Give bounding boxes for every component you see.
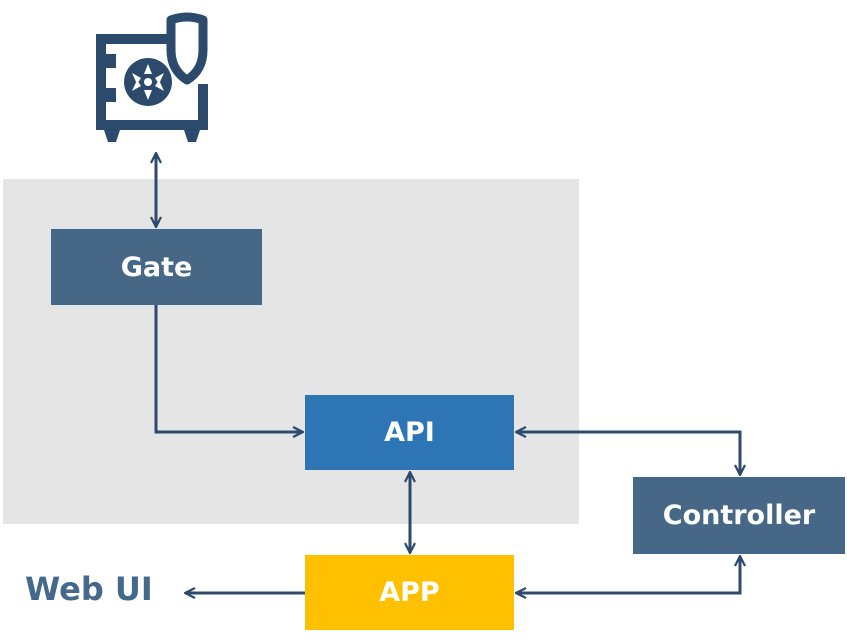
webui-label: Web UI: [25, 570, 153, 608]
vault-shield-icon: [96, 12, 208, 142]
gate-node: Gate: [51, 229, 262, 305]
gate-label: Gate: [120, 251, 193, 283]
controller-label: Controller: [662, 500, 816, 531]
app-node: APP: [305, 555, 514, 630]
controller-node: Controller: [633, 477, 845, 554]
app-label: APP: [379, 577, 440, 608]
api-label: API: [384, 417, 435, 448]
edge-app-controller: [516, 556, 740, 593]
api-node: API: [305, 395, 514, 470]
